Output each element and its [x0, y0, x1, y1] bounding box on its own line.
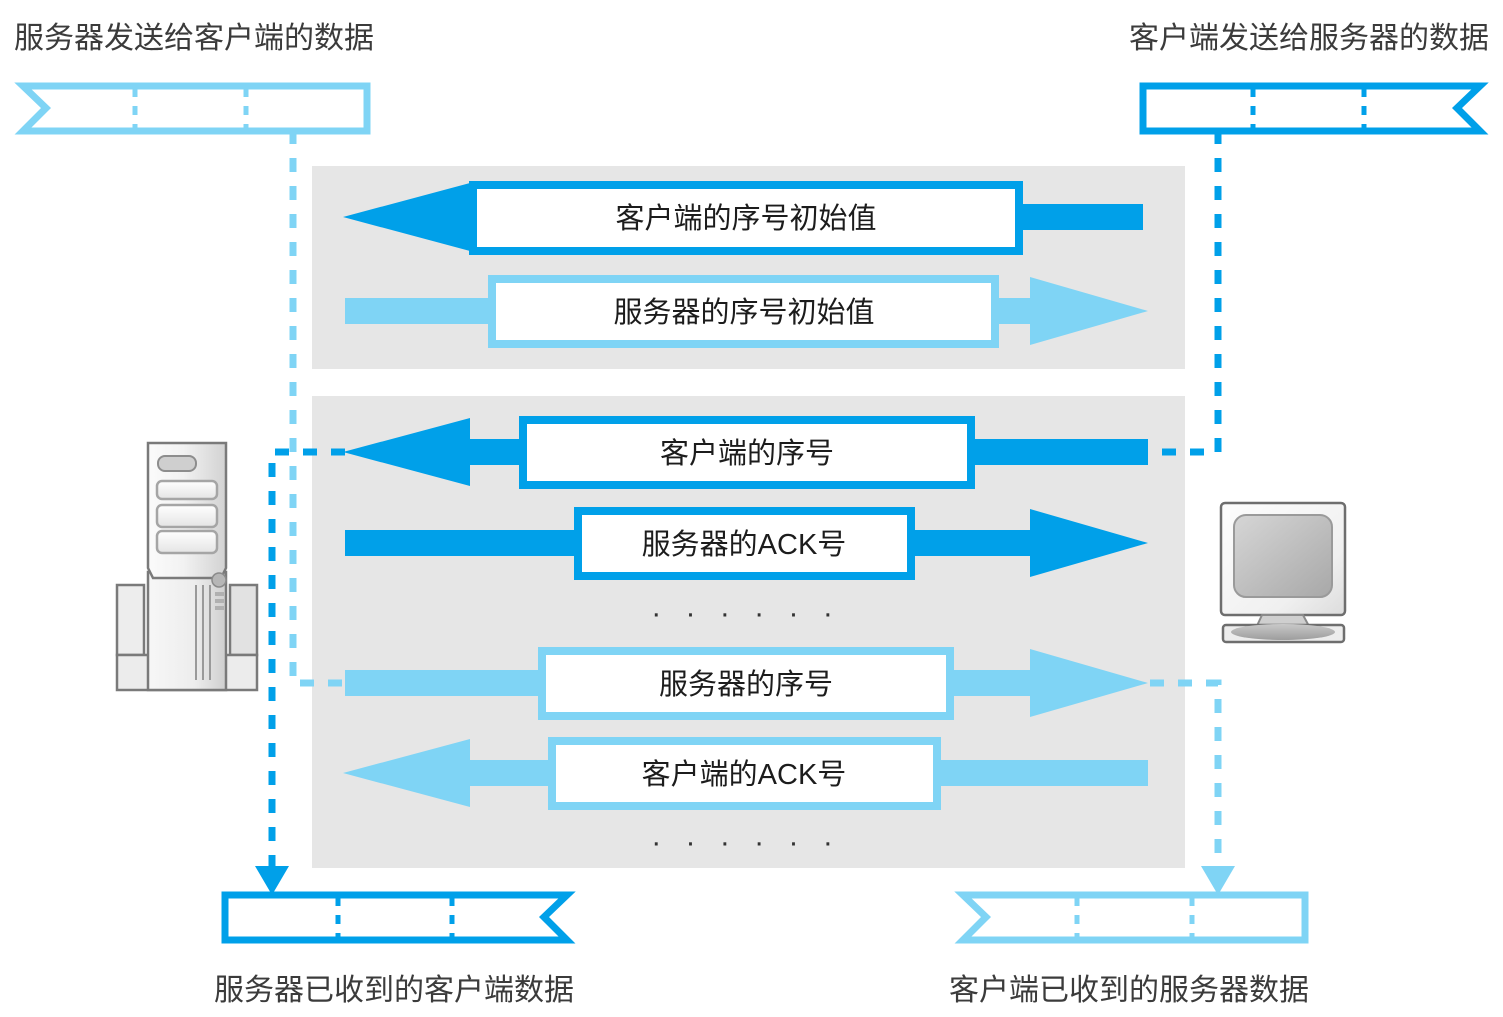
banner-top-right — [1139, 82, 1489, 135]
caption-bottom-left: 服务器已收到的客户端数据 — [214, 974, 574, 1007]
server-tower-icon — [115, 441, 259, 692]
ellipsis-middle: · · · · · · — [651, 597, 841, 630]
server-drive-bay — [155, 529, 219, 555]
arrow-label-server-seq: 服务器的序号 — [659, 668, 833, 701]
caption-bottom-right: 客户端已收到的服务器数据 — [949, 974, 1309, 1007]
arrow-label-client-ack: 客户端的ACK号 — [642, 758, 847, 791]
server-power-slot — [157, 455, 197, 472]
caption-top-left: 服务器发送给客户端的数据 — [14, 22, 374, 55]
server-led — [215, 599, 224, 603]
connector-arrowhead-bottom-right — [1201, 866, 1235, 895]
server-power-button — [211, 572, 227, 588]
connector-arrowhead-bottom-left — [255, 866, 289, 895]
arrow-label-server-ack: 服务器的ACK号 — [642, 528, 847, 561]
ellipsis-bottom: · · · · · · — [651, 826, 841, 859]
server-led — [215, 606, 224, 610]
server-drive-bay — [155, 479, 219, 501]
banner-bottom-right — [954, 891, 1309, 944]
arrow-label-client-seq: 客户端的序号 — [660, 437, 834, 470]
arrow-server-isn: 服务器的序号初始值 — [345, 275, 1148, 348]
connector-client-send-to-client-seq — [1150, 130, 1222, 456]
connector-server-send-to-server-seq — [289, 130, 350, 687]
arrow-client-isn: 客户端的序号初始值 — [343, 181, 1143, 255]
monitor-base-shadow — [1231, 624, 1335, 640]
client-monitor-icon — [1219, 501, 1347, 644]
banner-bottom-left — [221, 891, 576, 944]
server-drive-bay — [155, 503, 219, 529]
banner-top-left — [14, 82, 371, 135]
connector-server-seq-to-client-received — [1150, 679, 1222, 872]
arrow-label-client-isn: 客户端的序号初始值 — [615, 202, 876, 235]
arrow-label-server-isn: 服务器的序号初始值 — [613, 296, 874, 329]
server-led — [215, 592, 224, 596]
arrow-client-seq: 客户端的序号 — [343, 416, 1148, 489]
caption-top-right: 客户端发送给服务器的数据 — [1129, 22, 1489, 55]
arrow-server-ack: 服务器的ACK号 — [345, 507, 1148, 580]
arrow-client-ack: 客户端的ACK号 — [343, 737, 1148, 810]
monitor-screen — [1233, 514, 1333, 598]
arrow-server-seq: 服务器的序号 — [345, 647, 1148, 720]
